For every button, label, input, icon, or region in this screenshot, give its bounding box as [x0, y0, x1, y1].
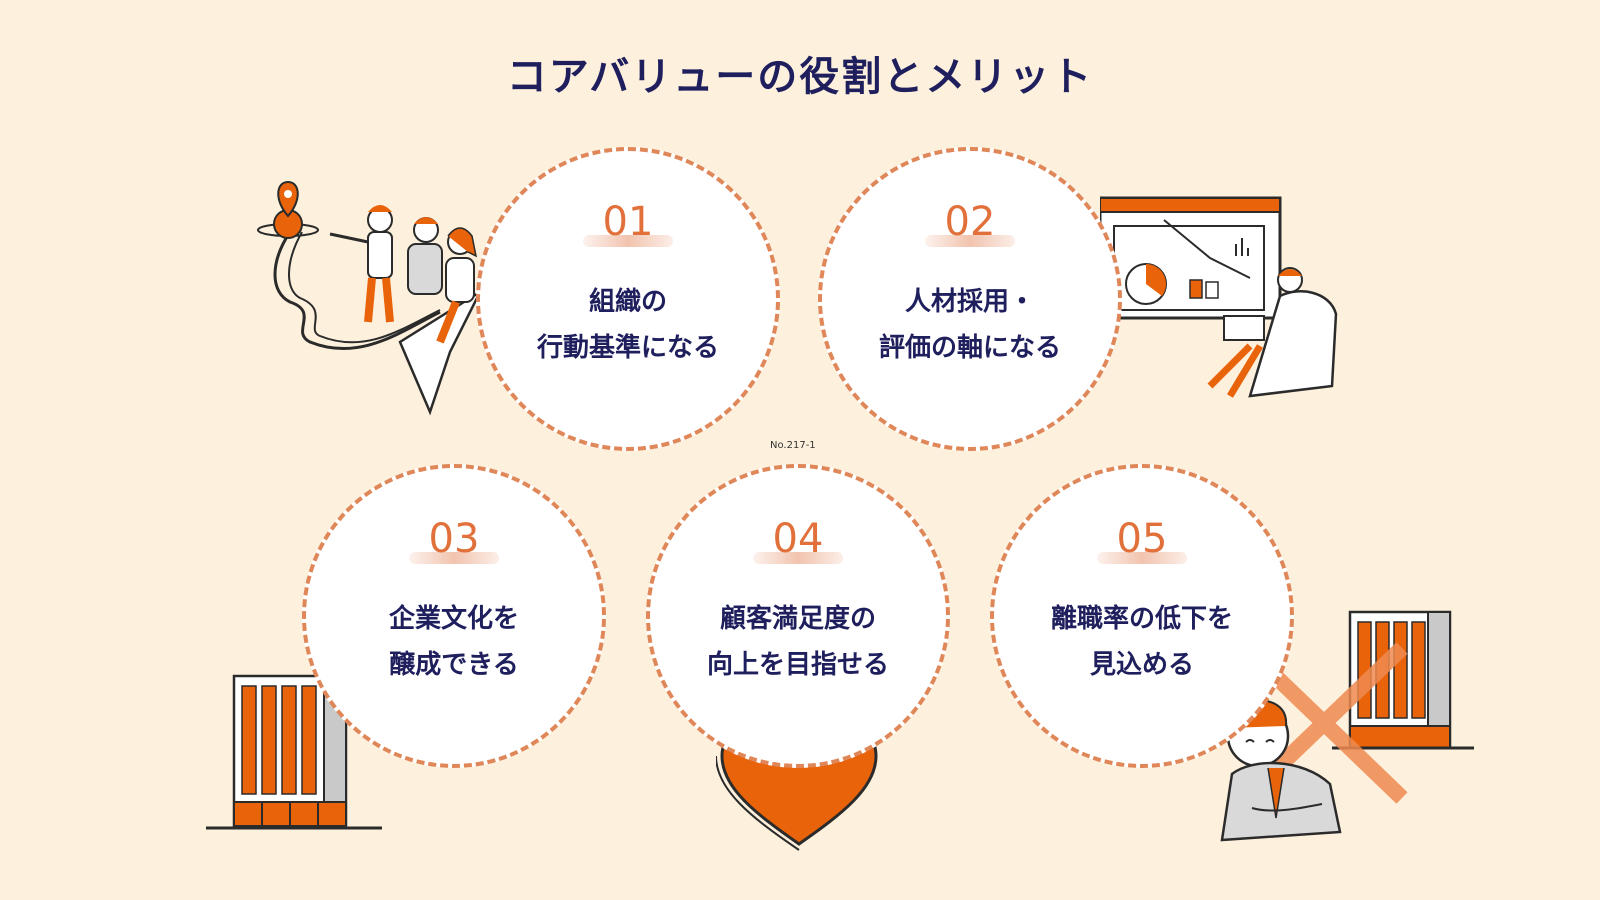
value-label: 人材採用・ 評価の軸になる [822, 279, 1118, 371]
value-card-01: 01 組織の 行動基準になる [476, 147, 780, 451]
value-label-line: 組織の [588, 287, 667, 317]
value-number: 04 [772, 516, 824, 562]
value-label-line: 離職率の低下を [1050, 604, 1233, 634]
value-label-line: 企業文化を [388, 604, 519, 634]
value-label-line: 行動基準になる [536, 333, 719, 363]
value-card-02: 02 人材採用・ 評価の軸になる [818, 147, 1122, 451]
number-underline-brush [925, 235, 1015, 247]
number-underline-brush [1097, 552, 1187, 564]
value-label-line: 見込める [1089, 650, 1194, 680]
value-card-05: 05 離職率の低下を 見込める [990, 464, 1294, 768]
value-label-line: 顧客満足度の [719, 604, 876, 634]
page-title: コアバリューの役割とメリット [506, 54, 1094, 100]
number-underline-brush [753, 552, 843, 564]
value-label: 組織の 行動基準になる [480, 279, 776, 371]
value-number: 01 [602, 199, 654, 245]
value-label: 企業文化を 醸成できる [306, 596, 602, 688]
value-label-line: 人材採用・ [904, 287, 1035, 317]
presentation-board-illustration [1100, 196, 1338, 398]
value-number: 02 [944, 199, 996, 245]
value-number: 05 [1116, 516, 1168, 562]
value-label: 顧客満足度の 向上を目指せる [650, 596, 946, 688]
number-underline-brush [409, 552, 499, 564]
number-underline-brush [583, 235, 673, 247]
value-label-line: 評価の軸になる [878, 333, 1061, 363]
team-on-paper-plane-illustration [257, 180, 484, 416]
value-label-line: 醸成できる [389, 650, 519, 680]
value-card-03: 03 企業文化を 醸成できる [302, 464, 606, 768]
value-label-line: 向上を目指せる [706, 650, 889, 680]
value-label: 離職率の低下を 見込める [994, 596, 1290, 688]
value-card-04: 04 顧客満足度の 向上を目指せる [646, 464, 950, 768]
value-number: 03 [428, 516, 480, 562]
document-number: No.217-1 [770, 440, 816, 451]
